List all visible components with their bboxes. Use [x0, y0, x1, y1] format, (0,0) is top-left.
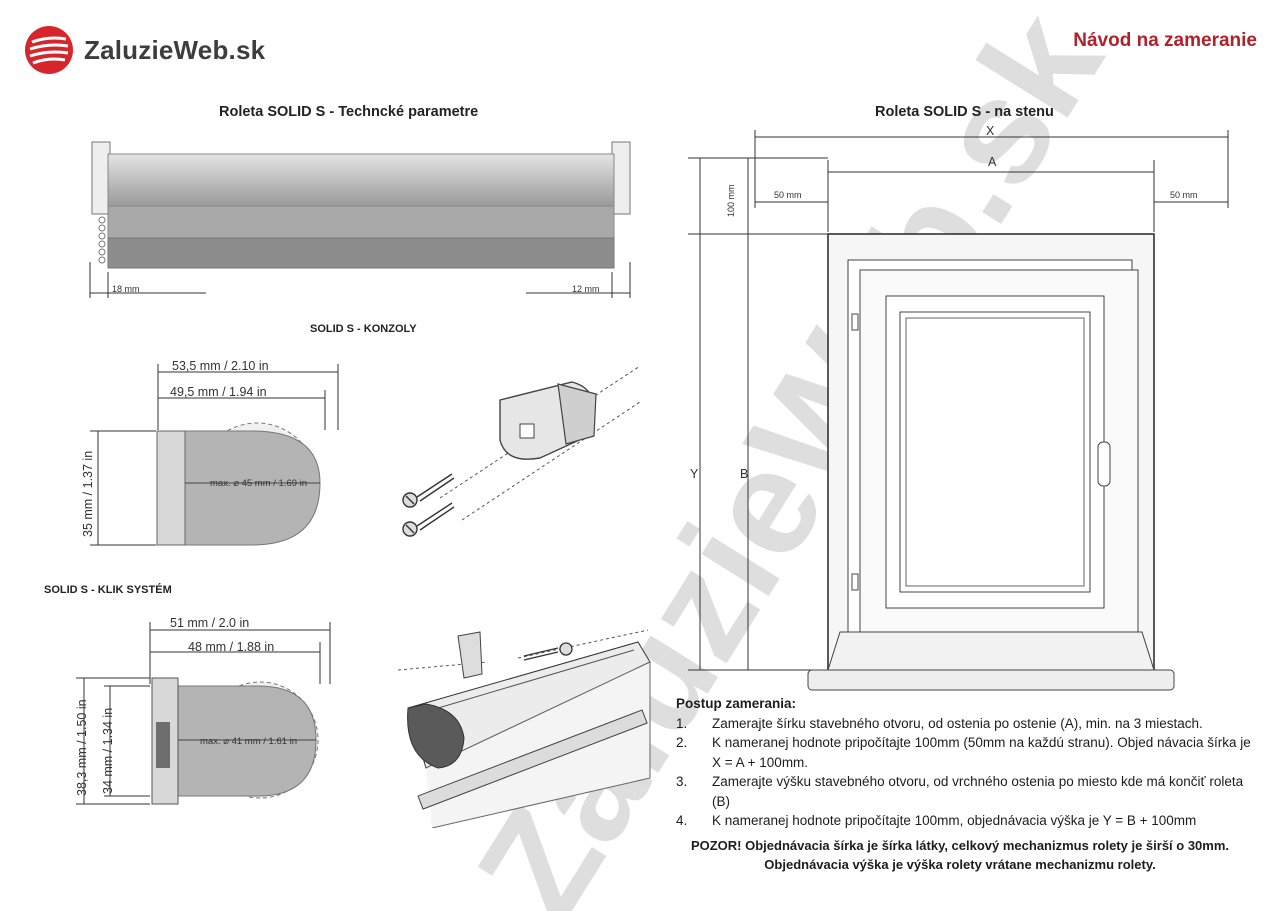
konzoly-diameter: max. ⌀ 45 mm / 1.69 in — [210, 478, 307, 489]
klik-height-inner: 34 mm / 1.34 in — [101, 708, 115, 794]
warning: POZOR! Objednávacia šírka je šírka látky… — [650, 836, 1270, 874]
tech-dim-right: 12 mm — [572, 284, 600, 294]
konzoly-outer-dim: 53,5 mm / 2.10 in — [172, 359, 269, 373]
step-number: 1. — [676, 715, 688, 731]
dim-side-left: 50 mm — [774, 190, 802, 200]
procedure-heading: Postup zamerania: — [676, 696, 797, 711]
step-number: 2. — [676, 735, 688, 750]
brand-name: ZaluzieWeb.sk — [84, 34, 266, 65]
tech-dim-left: 18 mm — [112, 284, 140, 294]
klik-diameter: max. ⌀ 41 mm / 1.61 in — [200, 736, 297, 747]
klik-title: SOLID S - KLIK SYSTÉM — [44, 584, 172, 596]
dim-x-label: X — [986, 124, 995, 138]
konzoly-title: SOLID S - KONZOLY — [310, 323, 417, 335]
doc-title: Návod na zameranie — [1073, 30, 1257, 51]
warning-line-2: Objednávacia výška je výška rolety vráta… — [764, 857, 1156, 872]
dim-b-label: B — [740, 467, 748, 481]
procedure-step: 2. K nameranej hodnote pripočítajte 100m… — [676, 733, 1256, 772]
roller-front-drawing: 18 mm 12 mm — [89, 141, 631, 298]
klik-drawing: 51 mm / 2.0 in 48 mm / 1.88 in max. ⌀ 41… — [75, 616, 331, 805]
klik-height-outer: 38,3 mm / 1.50 in — [75, 699, 89, 796]
dim-side-right: 50 mm — [1170, 190, 1198, 200]
warning-line-1: POZOR! Objednávacia šírka je šírka látky… — [690, 838, 1230, 853]
procedure-step: 4. K nameranej hodnote pripočítajte 100m… — [676, 811, 1256, 831]
step-text: K nameranej hodnote pripočítajte 100mm, … — [712, 813, 1197, 828]
klik-outer-dim: 51 mm / 2.0 in — [170, 616, 249, 630]
klik-inner-dim: 48 mm / 1.88 in — [188, 640, 274, 654]
dim-y-label: Y — [690, 467, 699, 481]
step-text: Zamerajte šírku stavebného otvoru, od os… — [712, 715, 1203, 731]
procedure-step: 3. Zamerajte výšku stavebného otvoru, od… — [676, 772, 1256, 811]
tech-title: Roleta SOLID S - Techncké parametre — [219, 104, 479, 120]
dim-a-label: A — [988, 155, 997, 169]
konzoly-drawing: 53,5 mm / 2.10 in 49,5 mm / 1.94 in max.… — [81, 359, 339, 546]
konzoly-height-dim: 35 mm / 1.37 in — [81, 451, 95, 537]
procedure-step: 1. Zamerajte šírku stavebného otvoru, od… — [676, 714, 1256, 734]
procedure: Postup zamerania: 1. Zamerajte šírku sta… — [676, 694, 1256, 831]
step-text: K nameranej hodnote pripočítajte 100mm (… — [712, 735, 1251, 770]
step-text: Zamerajte výšku stavebného otvoru, od vr… — [712, 774, 1244, 809]
konzoly-inner-dim: 49,5 mm / 1.94 in — [170, 385, 267, 399]
brand-logo-icon — [25, 26, 73, 74]
klik-profile-illustration — [398, 629, 651, 828]
step-number: 3. — [676, 774, 688, 789]
brand-logo[interactable]: ZaluzieWeb.sk — [24, 22, 284, 78]
wall-mount-diagram: X A 50 mm 50 mm 100 mm Y B — [688, 124, 1229, 691]
wall-title: Roleta SOLID S - na stenu — [875, 104, 1054, 120]
step-number: 4. — [676, 813, 688, 828]
bracket-illustration — [402, 365, 641, 537]
dim-top: 100 mm — [726, 184, 736, 217]
